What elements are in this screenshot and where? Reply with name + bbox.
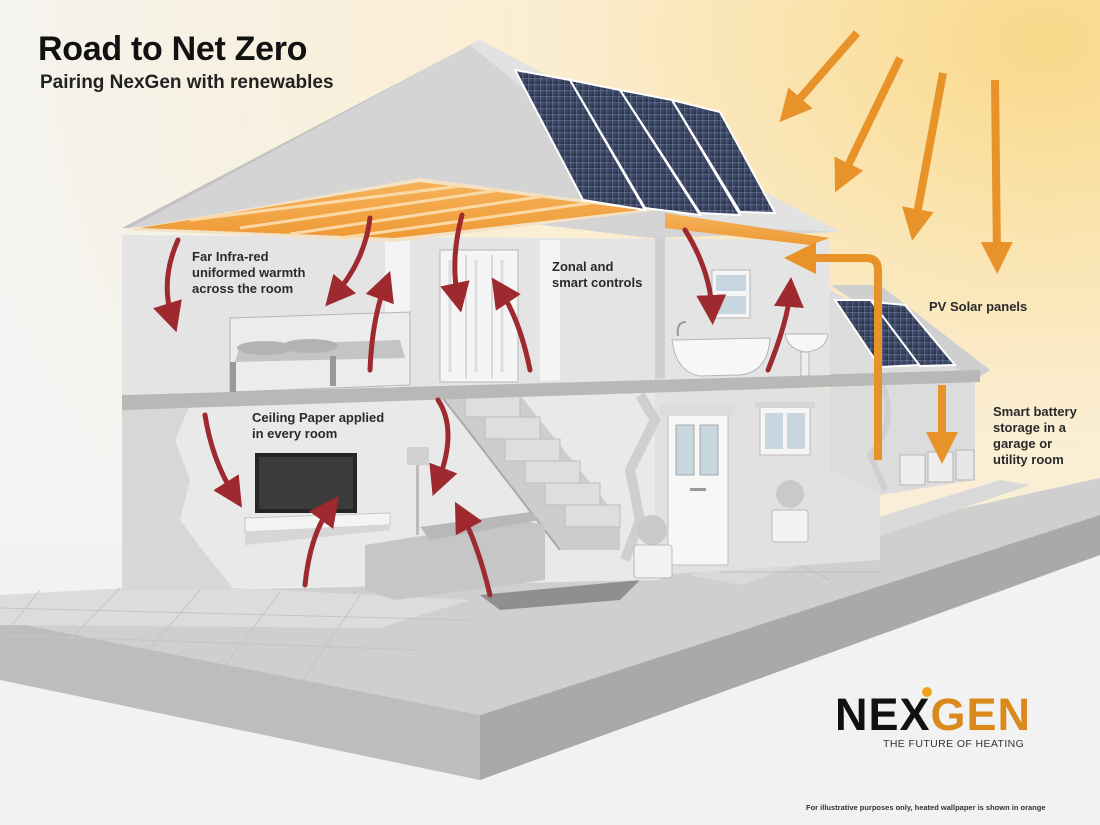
label-line: smart controls (552, 275, 643, 290)
floor-lamp (407, 447, 429, 535)
heated-ceiling (125, 178, 830, 245)
logo-tagline: THE FUTURE OF HEATING (883, 738, 1025, 750)
label-zonal-controls: Zonal and smart controls (552, 259, 642, 291)
plant-pot-right (771, 480, 809, 543)
label-line: PV Solar panels (929, 299, 1028, 314)
bathtub (671, 321, 771, 377)
label-line: across the room (192, 281, 294, 296)
upper-floor (122, 210, 830, 395)
solar-panels-roof (513, 68, 777, 217)
ground-window (755, 402, 815, 456)
sunlight-arrows (779, 30, 1013, 274)
label-line: Zonal and (552, 259, 614, 274)
label-line: utility room (993, 452, 1064, 467)
staircase (439, 394, 621, 551)
label-ceiling-paper: Ceiling Paper applied in every room (252, 410, 384, 442)
sink (784, 333, 829, 377)
label-far-infrared: Far Infra-red uniformed warmth across th… (192, 249, 305, 297)
label-line: uniformed warmth (192, 265, 306, 280)
warmth-arrows (153, 212, 804, 598)
label-pv-solar: PV Solar panels (929, 299, 1027, 315)
label-smart-battery: Smart battery storage in a garage or uti… (993, 404, 1077, 468)
plant-pot-left (633, 515, 673, 579)
bathroom-window (711, 269, 751, 319)
label-line: storage in a (993, 420, 1066, 435)
logo-wordmark: NEXGEN (835, 690, 1031, 740)
page-title: Road to Net Zero (38, 30, 308, 68)
logo-word-right: GEN (930, 689, 1032, 740)
label-line: Far Infra-red (192, 249, 269, 264)
front-door (660, 405, 734, 566)
label-line: Smart battery (993, 404, 1077, 419)
logo-sun-dot-icon (922, 687, 932, 697)
nexgen-logo: NEXGEN THE FUTURE OF HEATING (835, 687, 1065, 752)
label-line: garage or (993, 436, 1053, 451)
bed (229, 311, 411, 393)
battery-units (899, 449, 975, 486)
label-line: in every room (252, 426, 338, 441)
logo-word-left: NEX (835, 689, 931, 740)
ground-floor (122, 385, 880, 600)
page-subtitle: Pairing NexGen with renewables (40, 72, 334, 93)
footnote: For illustrative purposes only, heated w… (806, 803, 1046, 812)
wardrobe (439, 249, 519, 383)
energy-flow-arrows (784, 242, 958, 464)
floor-slab (122, 370, 980, 410)
ground-base (0, 478, 1100, 780)
label-line: Ceiling Paper applied (252, 410, 385, 425)
